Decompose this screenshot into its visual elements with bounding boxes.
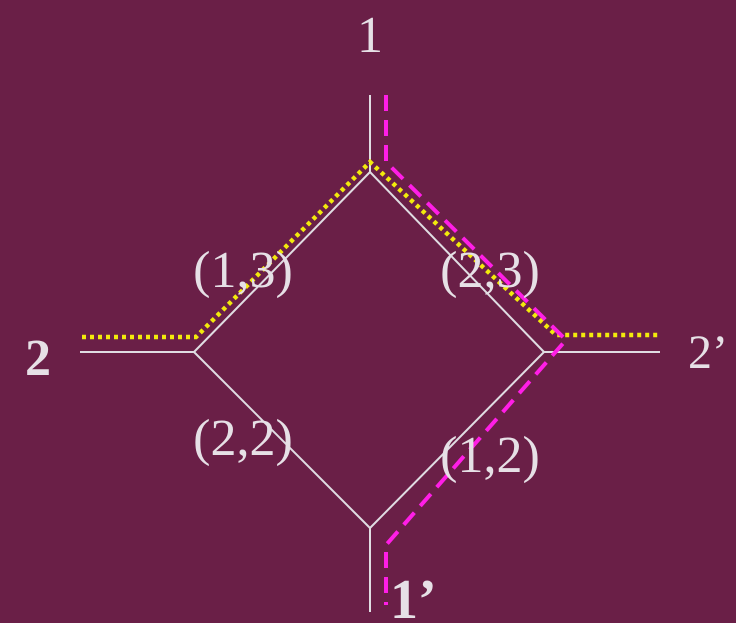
- endpoint-label-left: 2: [25, 330, 51, 387]
- edge-label-upper-right: (2,3): [440, 242, 540, 299]
- dotted-path: [82, 158, 658, 340]
- edge-label-upper-left: (1,3): [193, 242, 293, 299]
- edge-upper-right: [369, 171, 545, 353]
- edge-label-lower-right: (1,2): [440, 427, 540, 484]
- endpoint-label-top: 1: [357, 7, 383, 64]
- edge-upper-left: [193, 171, 371, 353]
- edge-label-lower-left: (2,2): [193, 410, 293, 467]
- diagram-edges: [80, 95, 660, 612]
- edge-lower-left: [193, 351, 371, 529]
- dashed-path: [384, 95, 569, 605]
- endpoint-label-bottom: 1’: [390, 569, 437, 623]
- edge-lower-right: [369, 351, 545, 529]
- endpoint-label-right: 2’: [688, 326, 728, 379]
